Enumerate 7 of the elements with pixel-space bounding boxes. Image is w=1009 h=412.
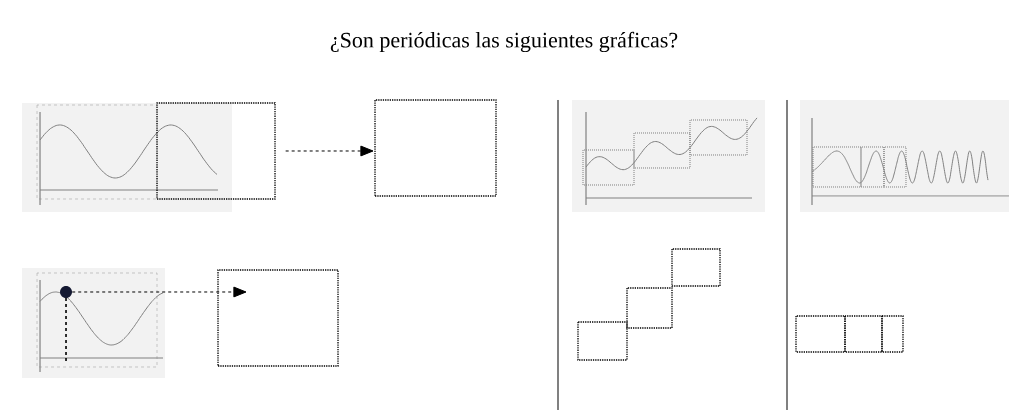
- dotted-box: [156, 102, 276, 200]
- point-marker: [60, 286, 72, 298]
- arrow: [71, 286, 247, 298]
- dotted-box: [217, 269, 339, 367]
- arrow: [285, 145, 374, 157]
- title: ¿Son periódicas las siguientes gráficas?: [330, 31, 678, 53]
- dotted-box: [374, 99, 497, 197]
